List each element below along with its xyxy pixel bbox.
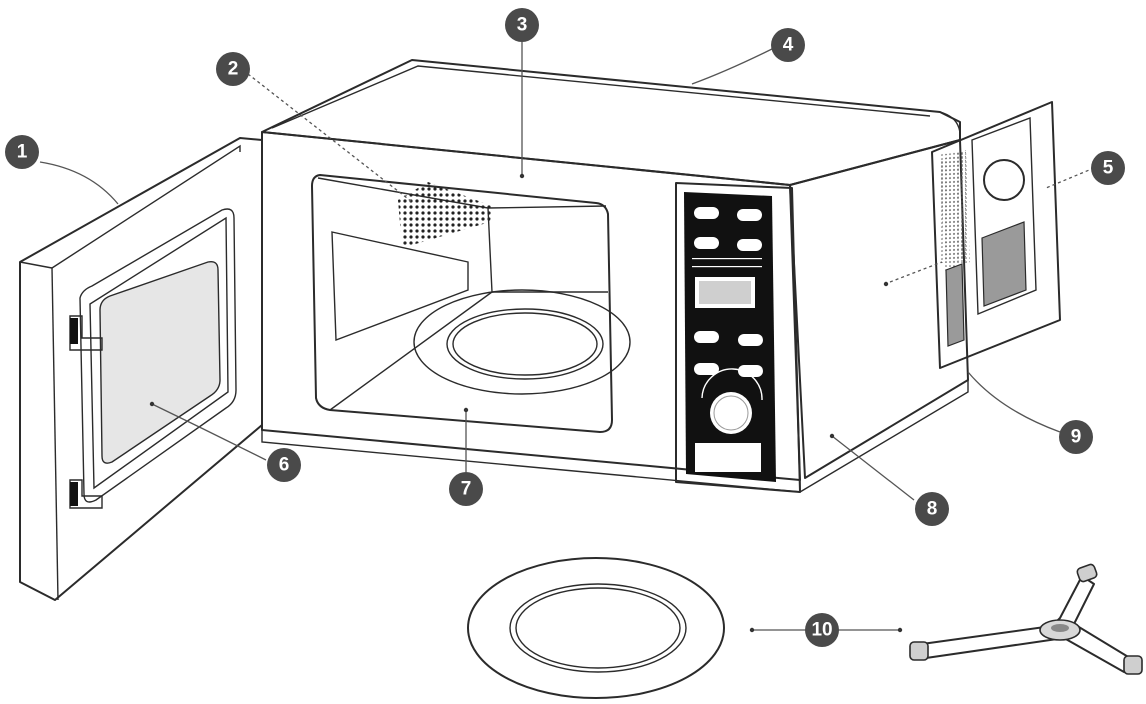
case-base — [261, 380, 969, 493]
svg-text:6: 6 — [279, 455, 290, 476]
callout-1: 1 — [5, 135, 39, 169]
door-latch — [69, 315, 103, 351]
callout-10: 10 — [805, 613, 839, 647]
inner-turntable-inner — [446, 308, 604, 380]
panel-button[interactable] — [738, 365, 763, 377]
control-panel — [675, 182, 801, 493]
panel-button[interactable] — [738, 334, 763, 346]
svg-text:4: 4 — [783, 35, 794, 56]
panel-button[interactable] — [694, 363, 719, 375]
roller-support — [909, 563, 1143, 675]
panel-button[interactable] — [694, 207, 719, 219]
oven-cavity — [311, 174, 631, 433]
svg-text:9: 9 — [1071, 427, 1082, 448]
cover-panel — [931, 101, 1061, 369]
svg-text:5: 5 — [1103, 158, 1114, 179]
inner-turntable-outer — [413, 289, 631, 395]
door-window — [99, 260, 221, 464]
callout-2: 2 — [216, 52, 250, 86]
door-release-button[interactable] — [695, 443, 761, 472]
door-latch — [69, 479, 103, 509]
callout-3: 3 — [505, 8, 539, 42]
vent-grille — [398, 182, 492, 248]
callout-6: 6 — [267, 448, 301, 482]
turntable — [467, 557, 725, 699]
cavity-opening — [311, 174, 613, 433]
door — [19, 137, 263, 601]
panel-button[interactable] — [694, 331, 719, 343]
door-inner-frame — [79, 208, 237, 503]
svg-text:7: 7 — [461, 479, 472, 500]
panel-button[interactable] — [737, 209, 762, 221]
callout-7: 7 — [449, 472, 483, 506]
panel-button[interactable] — [737, 239, 762, 251]
svg-text:10: 10 — [811, 620, 832, 641]
callout-8: 8 — [915, 492, 949, 526]
svg-text:8: 8 — [927, 499, 938, 520]
svg-text:1: 1 — [17, 142, 28, 163]
callout-5: 5 — [1091, 151, 1125, 185]
control-dial[interactable] — [710, 392, 752, 434]
callout-4: 4 — [771, 28, 805, 62]
cavity-side-recess — [331, 231, 469, 341]
callout-9: 9 — [1059, 420, 1093, 454]
panel-button[interactable] — [694, 237, 719, 249]
case-top-edge — [271, 65, 931, 129]
leader-lines — [39, 42, 1095, 631]
cavity-back-wall — [317, 177, 493, 411]
svg-text:2: 2 — [228, 59, 239, 80]
svg-text:3: 3 — [517, 15, 528, 36]
microwave-body — [261, 59, 969, 493]
